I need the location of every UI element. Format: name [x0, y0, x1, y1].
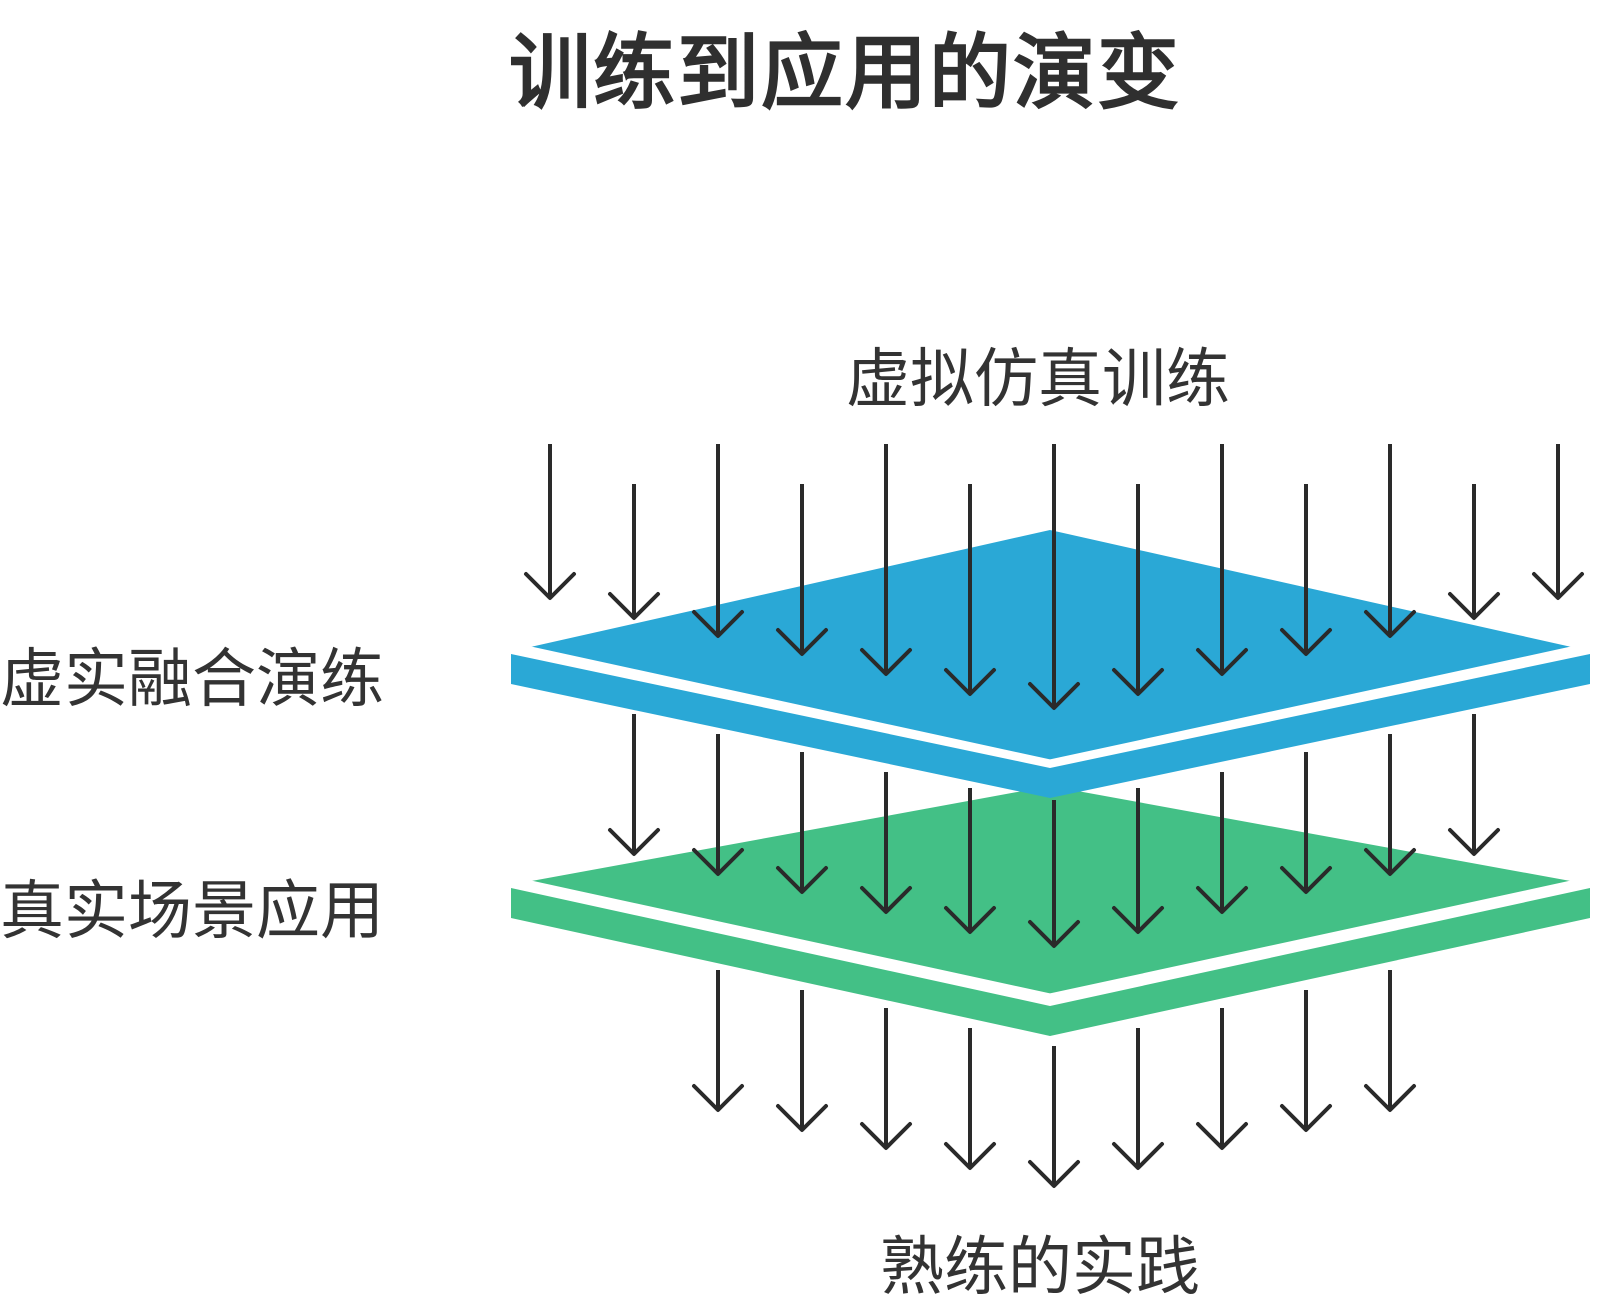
down-arrow-head-icon	[1028, 1160, 1080, 1188]
down-arrow-head-icon	[1028, 920, 1080, 948]
down-arrow-head-icon	[860, 648, 912, 676]
down-arrow-head-icon	[1196, 886, 1248, 914]
down-arrow-head-icon	[1532, 572, 1584, 600]
layer-real-scene-edge	[525, 879, 1577, 999]
label-layer-virtual-real-fusion: 虚实融合演练	[0, 643, 384, 717]
down-arrow-head-icon	[1112, 906, 1164, 934]
layer-real-scene-top	[526, 786, 1576, 996]
down-arrow-head-icon	[608, 592, 660, 620]
down-arrow-head-icon	[1280, 1104, 1332, 1132]
layer-virtual-fusion-top	[526, 530, 1576, 762]
down-arrow-head-icon	[1448, 828, 1500, 856]
down-arrow-head-icon	[1364, 1084, 1416, 1112]
layer-virtual-fusion	[511, 530, 1590, 798]
layer-virtual-fusion-edge	[525, 645, 1577, 765]
layer-virtual-fusion-side	[511, 654, 1590, 798]
down-arrow-head-icon	[776, 866, 828, 894]
label-layer-real-scene-application: 真实场景应用	[0, 875, 384, 949]
diagram-title: 训练到应用的演变	[508, 26, 1181, 121]
down-arrow-head-icon	[1028, 682, 1080, 710]
label-virtual-simulation-training: 虚拟仿真训练	[846, 343, 1230, 417]
down-arrow-head-icon	[1280, 628, 1332, 656]
down-arrow-head-icon	[608, 828, 660, 856]
down-arrow-head-icon	[692, 1084, 744, 1112]
down-arrow-head-icon	[1280, 866, 1332, 894]
down-arrow-head-icon	[944, 668, 996, 696]
down-arrow-head-icon	[692, 610, 744, 638]
down-arrow-head-icon	[860, 886, 912, 914]
arrows-group	[524, 444, 1584, 1188]
down-arrow-head-icon	[1448, 592, 1500, 620]
down-arrow-head-icon	[1364, 848, 1416, 876]
down-arrow-head-icon	[776, 1104, 828, 1132]
down-arrow-head-icon	[1196, 1122, 1248, 1150]
layer-real-scene-side	[511, 888, 1590, 1036]
down-arrow-head-icon	[1364, 610, 1416, 638]
down-arrow-head-icon	[944, 906, 996, 934]
down-arrow-head-icon	[1196, 648, 1248, 676]
down-arrow-head-icon	[776, 628, 828, 656]
layer-real-scene	[511, 786, 1590, 1036]
down-arrow-head-icon	[860, 1122, 912, 1150]
down-arrow-head-icon	[1112, 1142, 1164, 1170]
down-arrow-head-icon	[524, 572, 576, 600]
label-proficient-practice: 熟练的实践	[880, 1231, 1200, 1305]
down-arrow-head-icon	[692, 848, 744, 876]
down-arrow-head-icon	[944, 1142, 996, 1170]
down-arrow-head-icon	[1112, 668, 1164, 696]
